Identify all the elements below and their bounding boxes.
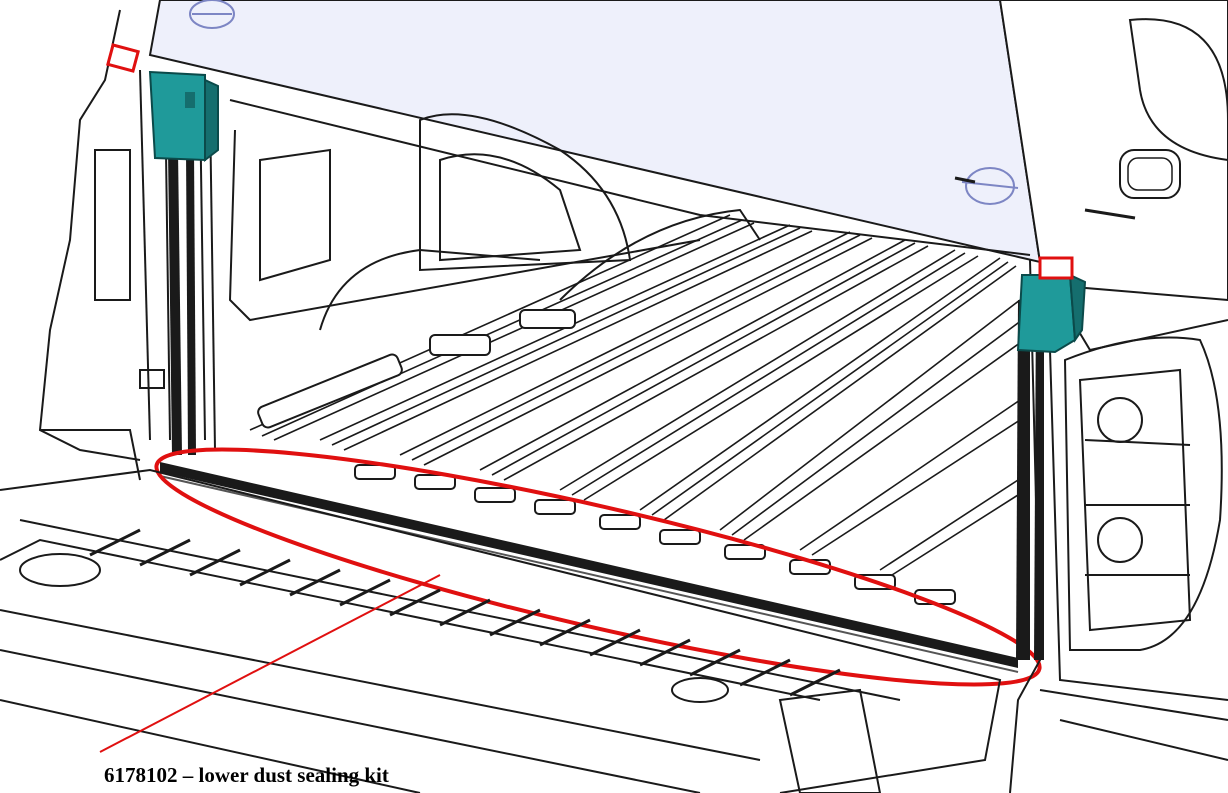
seal-highlight-ellipse: [154, 447, 1042, 687]
lower-dust-seal: [159, 462, 1019, 673]
cap-panel: [148, 0, 1228, 302]
tailgate-recesses: [19, 553, 882, 793]
red-corner-marker-icon: [1038, 256, 1074, 280]
bed-floor-ribs: [249, 214, 1025, 576]
tailgate-slots: [89, 528, 841, 697]
left-vertical-seal: [168, 150, 196, 455]
oval-emblem-icon: [189, 0, 235, 29]
bed-front-wall: [228, 99, 1031, 331]
right-side-wall: [1009, 259, 1228, 793]
floor-pads: [257, 309, 956, 605]
teal-bracket-icon: [1016, 273, 1087, 354]
oval-emblem-icon: [954, 167, 1019, 205]
callout-leader-line: [99, 574, 441, 753]
right-vertical-seal: [1016, 300, 1044, 660]
callout-label: 6178102 – lower dust sealing kit: [104, 763, 389, 787]
teal-bracket-icon: [148, 70, 219, 163]
red-corner-marker-icon: [106, 43, 140, 73]
